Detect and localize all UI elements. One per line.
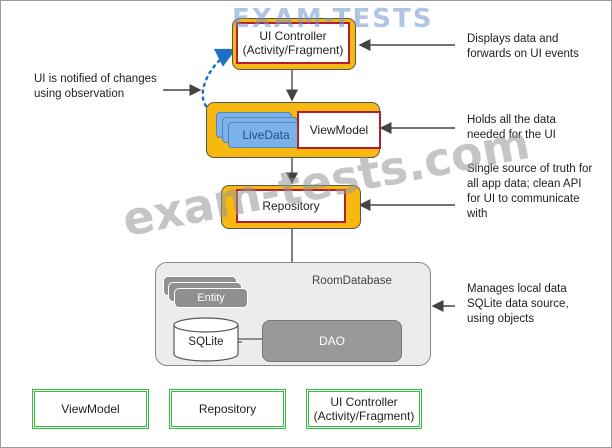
room-annotation-line2: SQLite data source,: [467, 298, 569, 310]
answer-box-ui-controller-line2: (Activity/Fragment): [313, 409, 415, 423]
answer-box-repository-label: Repository: [198, 402, 257, 416]
sqlite-dao-connector: [238, 338, 262, 340]
ui-controller-annotation-line2: forwards on UI events: [467, 48, 579, 60]
dao-label: DAO: [318, 334, 345, 348]
answer-box-ui-controller[interactable]: UI Controller (Activity/Fragment): [306, 389, 422, 429]
sqlite-label: SQLite: [188, 336, 224, 348]
repository-annotation-line3: for UI to communicate: [467, 193, 580, 205]
repository-component: Repository: [221, 185, 361, 229]
ui-controller-line2: (Activity/Fragment): [242, 43, 344, 57]
ui-controller-annotation-line1: Displays data and: [467, 33, 559, 45]
room-annotation: Manages local data SQLite data source, u…: [467, 282, 569, 327]
answer-box-viewmodel[interactable]: ViewModel: [32, 389, 149, 429]
entity-box: Entity: [174, 288, 248, 308]
observation-annotation: UI is notified of changes using observat…: [34, 72, 157, 102]
repository-annotation-line2: all app data; clean API: [467, 178, 582, 190]
room-annotation-line1: Manages local data: [467, 283, 567, 295]
watermark-top: EXAM-TESTS: [232, 4, 434, 34]
repository-annotation-line1: Single source of truth for: [467, 163, 593, 175]
answer-box-repository[interactable]: Repository: [169, 389, 286, 429]
viewmodel-annotation-line2: needed for the UI: [467, 129, 556, 141]
viewmodel-annotation-line1: Holds all the data: [467, 114, 556, 126]
observation-line2: using observation: [34, 88, 125, 100]
ui-controller-label: UI Controller (Activity/Fragment): [236, 22, 350, 64]
repository-label: Repository: [262, 199, 320, 213]
repository-annotation: Single source of truth for all app data;…: [467, 162, 592, 222]
repository-annotation-line4: with: [467, 208, 488, 220]
dao-box: DAO: [262, 320, 402, 362]
ui-controller-line1: UI Controller: [259, 29, 327, 43]
observation-line1: UI is notified of changes: [34, 73, 157, 85]
sqlite-cylinder-icon: [173, 317, 242, 362]
livedata-label: LiveData: [242, 128, 290, 142]
repository-label-box: Repository: [236, 189, 346, 223]
viewmodel-label: ViewModel: [309, 123, 369, 137]
roomdatabase-title: RoomDatabase: [312, 275, 392, 287]
livedata-box: LiveData: [228, 122, 304, 148]
entity-label: Entity: [197, 292, 225, 304]
viewmodel-annotation: Holds all the data needed for the UI: [467, 113, 556, 143]
ui-controller-annotation: Displays data and forwards on UI events: [467, 32, 579, 62]
answer-box-viewmodel-label: ViewModel: [61, 402, 120, 416]
viewmodel-label-box: ViewModel: [297, 111, 381, 149]
answer-box-ui-controller-line1: UI Controller: [330, 395, 398, 409]
ui-controller-component: UI Controller (Activity/Fragment): [232, 18, 356, 70]
room-annotation-line3: using objects: [467, 313, 535, 325]
observation-arrow: [201, 48, 237, 108]
